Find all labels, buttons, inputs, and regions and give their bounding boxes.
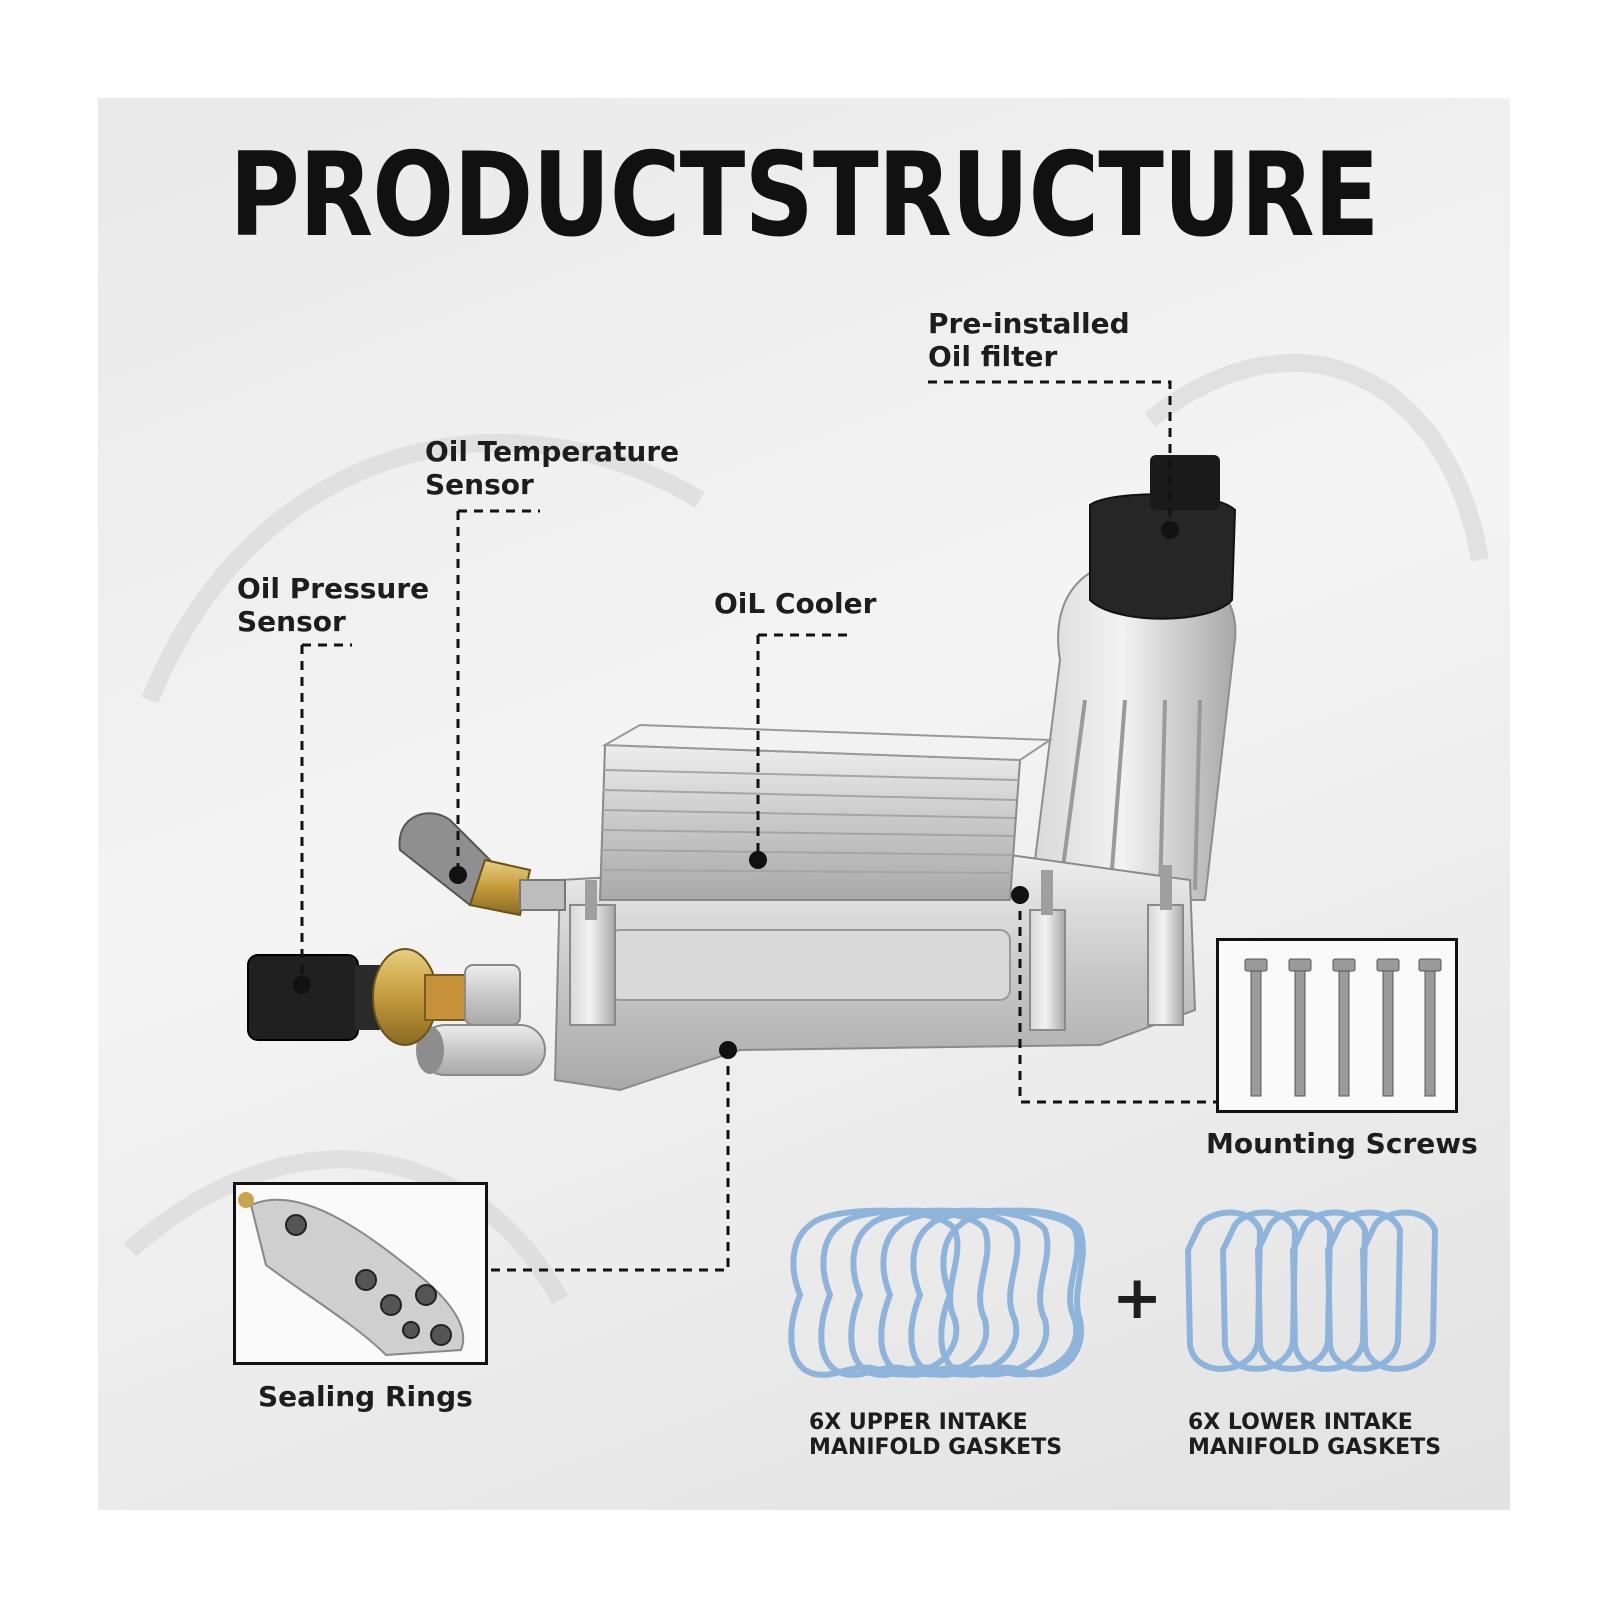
filter-cap-hex xyxy=(1150,455,1220,510)
label-oil-pressure-sensor: Oil Pressure Sensor xyxy=(237,572,430,638)
screw-icon xyxy=(1418,958,1442,1097)
leader-oil-filter xyxy=(928,380,1172,530)
label-upper-gaskets: 6X UPPER INTAKE MANIFOLD GASKETS xyxy=(809,1410,1063,1460)
lower-gaskets-graphic xyxy=(1184,1209,1439,1372)
oil-filter-housing xyxy=(1028,455,1237,901)
screw-icon xyxy=(1288,958,1312,1097)
label-oil-temperature-sensor: Oil Temperature Sensor xyxy=(425,435,680,501)
screw-icon xyxy=(1244,958,1268,1097)
oil-cooler-assembly xyxy=(416,723,1197,1092)
screw-icon xyxy=(1376,958,1400,1097)
sealing-rings-box xyxy=(233,1182,488,1365)
page-title: PRODUCTSTRUCTURE xyxy=(229,128,1379,263)
oil-temperature-sensor-part xyxy=(398,812,566,917)
leader-dots xyxy=(293,521,1179,1059)
mounting-screws-box xyxy=(1216,938,1458,1113)
upper-gaskets-graphic xyxy=(788,1207,1086,1378)
oil-pressure-sensor-part xyxy=(247,948,521,1046)
label-sealing-rings: Sealing Rings xyxy=(258,1380,473,1413)
label-lower-gaskets: 6X LOWER INTAKE MANIFOLD GASKETS xyxy=(1188,1410,1442,1460)
plus-sign: + xyxy=(1112,1263,1163,1333)
background-decoration xyxy=(124,353,1489,1305)
screw-icon xyxy=(1332,958,1356,1097)
label-oil-filter: Pre-installed Oil filter xyxy=(928,307,1130,373)
label-oil-cooler: OiL Cooler xyxy=(714,587,877,620)
sealing-rings-graphic xyxy=(238,1192,465,1357)
leader-oil-cooler xyxy=(756,633,850,860)
leader-mounting-screws xyxy=(1018,895,1218,1104)
leader-oil-pressure-sensor xyxy=(300,643,352,985)
mounting-screws-graphic xyxy=(1244,958,1442,1097)
leader-oil-temperature-sensor xyxy=(456,509,540,875)
label-mounting-screws: Mounting Screws xyxy=(1206,1127,1478,1160)
leader-lines xyxy=(300,380,1218,1272)
